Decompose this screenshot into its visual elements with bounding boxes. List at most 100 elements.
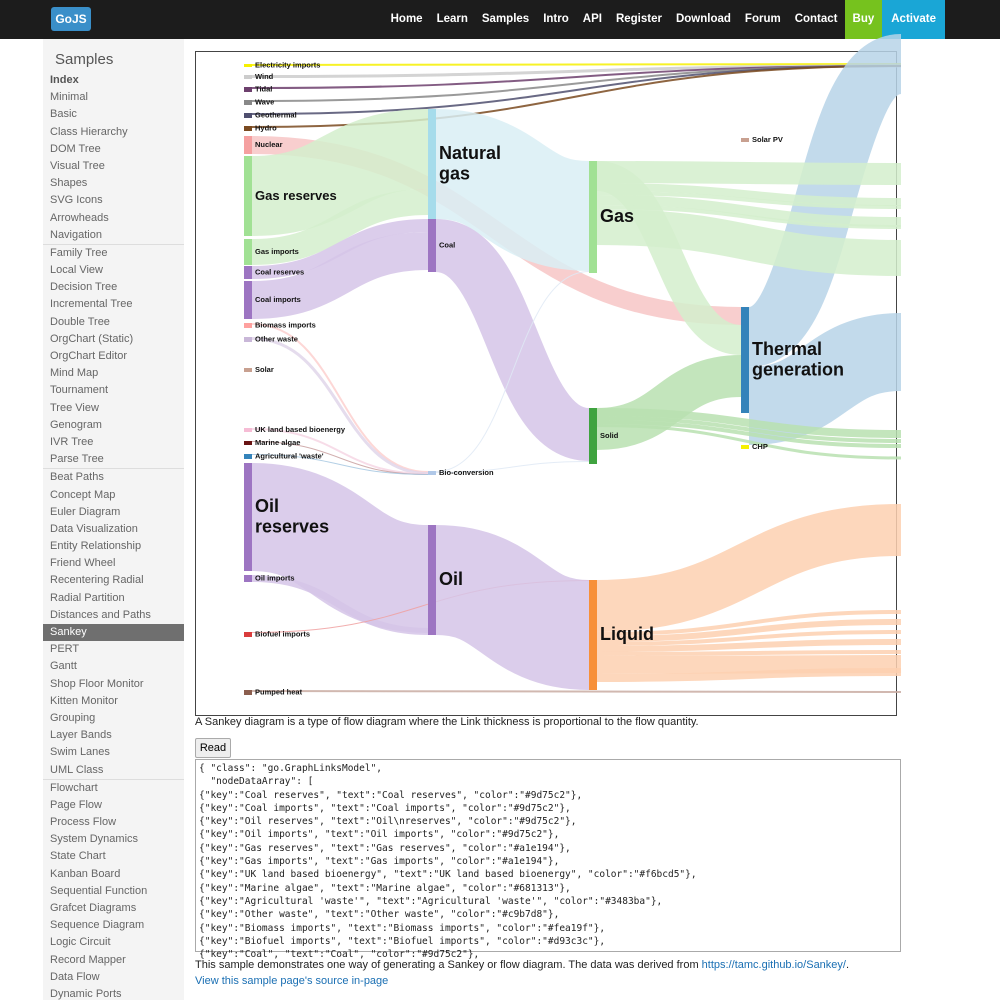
link-liquid-out-2[interactable] (596, 619, 902, 642)
node-coalres[interactable] (244, 266, 252, 279)
link-elec-to-out1[interactable] (251, 63, 902, 66)
link-pumped-to-out9[interactable] (251, 690, 902, 693)
node-coal[interactable] (428, 219, 436, 272)
sidebar-item-grouping[interactable]: Grouping (50, 711, 96, 724)
sidebar-item-flowchart[interactable]: Flowchart (43, 778, 184, 797)
link-liquid-out-3[interactable] (596, 630, 902, 646)
sidebar-item-sequence-diagram[interactable]: Sequence Diagram (50, 919, 145, 932)
link-coalres-to-coal[interactable] (251, 219, 429, 279)
sidebar-item-genogram[interactable]: Genogram (50, 418, 102, 431)
nav-api[interactable]: API (582, 13, 602, 25)
link-solid-out-0[interactable] (596, 408, 902, 438)
sidebar-item-entity-relationship[interactable]: Entity Relationship (50, 540, 142, 553)
link-gas-out-3[interactable] (596, 195, 902, 227)
sidebar-item-page-flow[interactable]: Page Flow (50, 798, 102, 811)
link-thermal-to-out6[interactable] (747, 313, 903, 445)
node-thermal[interactable] (741, 307, 749, 413)
link-gasimp-to-natgas[interactable] (251, 189, 429, 265)
sidebar-item-ivr-tree[interactable]: IVR Tree (50, 435, 94, 448)
link-natgas-to-gas[interactable] (433, 109, 592, 271)
node-solid[interactable] (589, 408, 597, 464)
link-oilres-to-oil[interactable] (249, 463, 431, 633)
sidebar-item-euler-diagram[interactable]: Euler Diagram (50, 505, 121, 518)
sidebar-item-class-hierarchy[interactable]: Class Hierarchy (50, 125, 128, 138)
sidebar-item-local-view[interactable]: Local View (50, 264, 103, 277)
sidebar-item-visual-tree[interactable]: Visual Tree (50, 159, 105, 172)
sidebar-item-sequential-function[interactable]: Sequential Function (50, 884, 148, 897)
sidebar-item-kanban-board[interactable]: Kanban Board (50, 867, 121, 880)
node-geo[interactable] (244, 113, 252, 118)
link-gas-out-4[interactable] (596, 205, 902, 229)
nav-samples[interactable]: Samples (481, 13, 530, 25)
link-liquid-out-7[interactable] (596, 668, 902, 682)
sidebar-item-recentering-radial[interactable]: Recentering Radial (50, 574, 144, 587)
read-button[interactable]: Read (195, 738, 231, 758)
node-biofuel[interactable] (244, 632, 252, 637)
sidebar-item-concept-map[interactable]: Concept Map (50, 488, 116, 501)
node-coalimp[interactable] (244, 281, 252, 319)
sidebar-item-parse-tree[interactable]: Parse Tree (50, 453, 104, 466)
node-tidal[interactable] (244, 87, 252, 92)
sidebar-item-orgchart-editor[interactable]: OrgChart Editor (50, 350, 128, 362)
sidebar-item-data-flow[interactable]: Data Flow (50, 970, 100, 983)
sidebar-item-double-tree[interactable]: Double Tree (50, 315, 110, 328)
node-ukland[interactable] (244, 428, 252, 432)
link-marine-to-bioconv[interactable] (251, 441, 429, 475)
sidebar-item-dynamic-ports[interactable]: Dynamic Ports (50, 987, 122, 1000)
link-liquid-out-1[interactable] (596, 610, 902, 636)
sidebar-item-sankey[interactable]: Sankey (43, 624, 184, 642)
model-json-textarea[interactable]: { "class": "go.GraphLinksModel", "nodeDa… (195, 759, 901, 960)
link-liquid-out-5[interactable] (596, 650, 902, 656)
node-otherw[interactable] (244, 337, 252, 342)
sidebar-item-layer-bands[interactable]: Layer Bands (50, 729, 112, 742)
sidebar-item-kitten-monitor[interactable]: Kitten Monitor (50, 694, 118, 707)
nav-activate-button[interactable]: Activate (882, 0, 945, 39)
sidebar-item-radial-partition[interactable]: Radial Partition (50, 591, 125, 604)
node-gasimp[interactable] (244, 239, 252, 265)
node-solarpv[interactable] (741, 138, 749, 142)
link-geo-to-out2[interactable] (251, 65, 902, 115)
sidebar-item-data-visualization[interactable]: Data Visualization (50, 522, 138, 535)
view-source-link[interactable]: View this sample page's source in-page (195, 975, 389, 987)
link-otherw-to-bioconv[interactable] (251, 337, 429, 475)
node-natgas[interactable] (428, 109, 436, 219)
node-wave[interactable] (244, 100, 252, 105)
link-solid-out-3[interactable] (596, 424, 902, 460)
sidebar-item-orgchart-static[interactable]: OrgChart (Static) (50, 332, 134, 345)
sidebar-item-pert[interactable]: PERT (50, 643, 80, 656)
node-nuclear[interactable] (244, 136, 252, 154)
sidebar-item-tournament[interactable]: Tournament (50, 384, 109, 397)
node-oil[interactable] (428, 525, 436, 635)
node-elec[interactable] (244, 64, 252, 67)
node-hydro[interactable] (244, 126, 252, 131)
link-agri-to-bioconv[interactable] (251, 454, 429, 475)
link-gas-out-5[interactable] (596, 209, 902, 276)
link-gas-out-1[interactable] (596, 183, 902, 206)
sidebar-item-distances-and-paths[interactable]: Distances and Paths (50, 608, 151, 621)
node-gas[interactable] (589, 161, 597, 273)
node-wind[interactable] (244, 75, 252, 79)
node-marine[interactable] (244, 441, 252, 445)
sidebar-item-family-tree[interactable]: Family Tree (43, 243, 184, 262)
sidebar-item-dom-tree[interactable]: DOM Tree (50, 142, 101, 155)
link-oilimp-to-oil[interactable] (251, 575, 429, 635)
sidebar-item-record-mapper[interactable]: Record Mapper (50, 953, 126, 966)
sidebar-item-basic[interactable]: Basic (50, 108, 77, 121)
nav-learn[interactable]: Learn (436, 13, 468, 25)
nav-forum[interactable]: Forum (744, 13, 781, 25)
node-oilres[interactable] (244, 463, 252, 571)
node-pumped[interactable] (244, 690, 252, 695)
link-coalimp-to-coal[interactable] (251, 232, 429, 319)
node-oilimp[interactable] (244, 575, 252, 582)
link-oil-to-liquid[interactable] (433, 525, 592, 690)
link-coal-to-solid[interactable] (432, 219, 593, 461)
sidebar-item-swim-lanes[interactable]: Swim Lanes (50, 746, 110, 759)
link-gas-out-0[interactable] (596, 161, 902, 185)
sidebar-item-shapes[interactable]: Shapes (50, 177, 88, 190)
sidebar-item-mind-map[interactable]: Mind Map (50, 367, 99, 380)
sidebar-item-beat-paths[interactable]: Beat Paths (43, 468, 184, 486)
sidebar-item-shop-floor-monitor[interactable]: Shop Floor Monitor (50, 677, 144, 690)
link-liquid-out-6[interactable] (596, 655, 902, 674)
sidebar-item-system-dynamics[interactable]: System Dynamics (50, 833, 139, 846)
